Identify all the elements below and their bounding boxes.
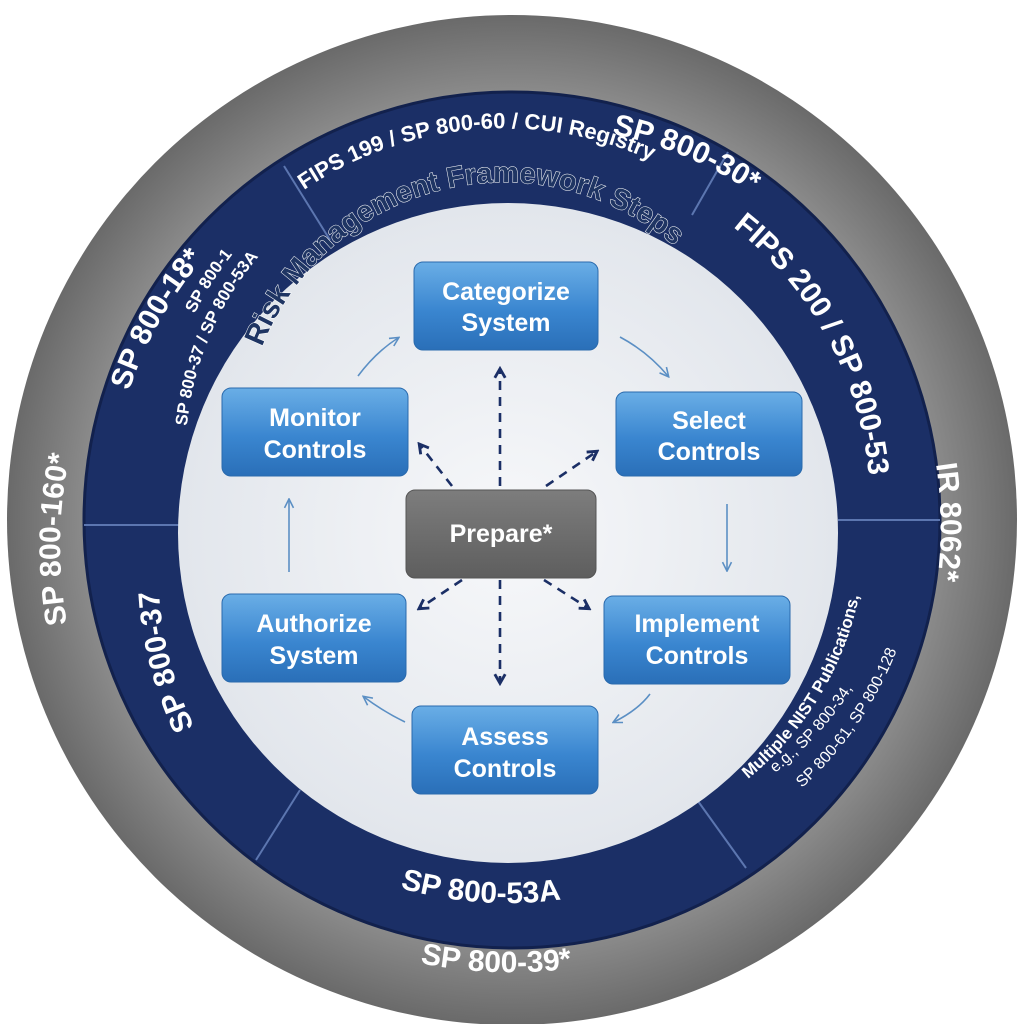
step-label-line2: System xyxy=(270,642,359,670)
prepare-label: Prepare* xyxy=(450,520,553,548)
step-label-line2: Controls xyxy=(658,438,761,466)
step-label-line1: Assess xyxy=(461,723,549,751)
divider-bottom-left xyxy=(255,789,301,861)
ring-dividers xyxy=(84,151,940,869)
step-assess-controls[interactable]: Assess Controls xyxy=(411,705,599,795)
cycle-arrow-monitor-to-categorize xyxy=(357,338,398,377)
prepare-arrow-down-right xyxy=(543,578,588,608)
step-label-line1: Categorize xyxy=(442,278,570,306)
divider-top-right xyxy=(691,151,729,216)
step-select-controls[interactable]: Select Controls xyxy=(615,391,803,477)
step-label-line2: System xyxy=(462,309,551,337)
outer-label-right: IR 8062* xyxy=(929,460,967,583)
divider-bottom-right xyxy=(689,789,747,869)
step-label-line1: Monitor xyxy=(269,404,361,432)
step-box xyxy=(615,391,803,477)
prepare-box[interactable]: Prepare* xyxy=(405,489,597,579)
step-box xyxy=(221,593,407,683)
step-label-line1: Implement xyxy=(634,610,760,638)
prepare-arrow-up-right xyxy=(545,452,596,488)
step-box xyxy=(603,595,791,685)
cycle-arrows xyxy=(289,336,727,723)
divider-top-left xyxy=(283,165,331,241)
step-label-line1: Select xyxy=(672,407,746,435)
step-categorize-system[interactable]: Categorize System xyxy=(413,261,599,351)
step-label-line2: Controls xyxy=(454,755,557,783)
prepare-arrows xyxy=(420,370,596,682)
prepare-box-rect xyxy=(405,489,597,579)
step-label-line1: Authorize xyxy=(256,610,371,638)
step-label-line2: Controls xyxy=(646,642,749,670)
step-box xyxy=(413,261,599,351)
cycle-arrow-categorize-to-select xyxy=(619,336,668,376)
cycle-arrow-implement-to-assess xyxy=(614,693,651,722)
cycle-arrow-assess-to-authorize xyxy=(364,697,406,723)
step-authorize-system[interactable]: Authorize System xyxy=(221,593,407,683)
step-box xyxy=(411,705,599,795)
step-label-line2: Controls xyxy=(264,436,367,464)
step-monitor-controls[interactable]: Monitor Controls xyxy=(221,387,409,477)
step-implement-controls[interactable]: Implement Controls xyxy=(603,595,791,685)
step-box xyxy=(221,387,409,477)
prepare-arrow-down-left xyxy=(420,578,463,608)
prepare-arrow-up-left xyxy=(420,445,454,487)
